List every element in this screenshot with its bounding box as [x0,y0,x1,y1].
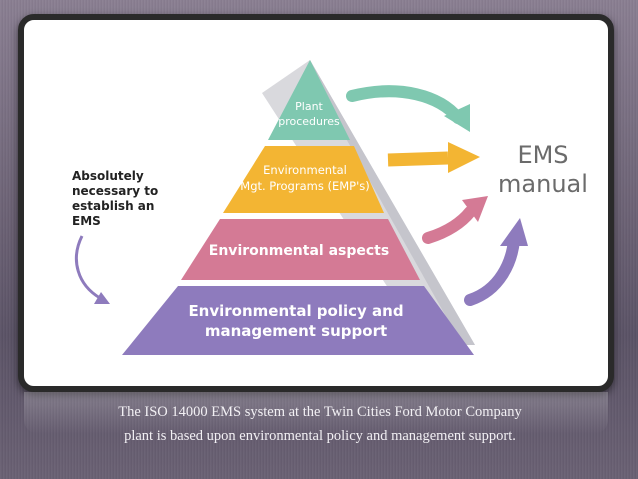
arrow-aspects-to-manual-icon [422,196,488,244]
tier-environmental-aspects [181,219,420,280]
caption-line1: The ISO 14000 EMS system at the Twin Cit… [118,404,522,420]
tier-label-programs-line1: Environmental [263,163,347,177]
ems-manual-line1: EMS [517,141,568,169]
side-note-arrowhead-icon [94,292,110,304]
tier-environmental-policy [122,286,474,355]
arrow-policy-to-manual-icon [464,218,528,306]
pyramid-side-shade [310,60,475,345]
arrow-plant-to-manual-icon [346,85,470,132]
side-note-arrow-icon [74,235,101,300]
tier-label-aspects: Environmental aspects [209,243,389,259]
tier-environmental-programs [223,146,384,213]
tier-plant-procedures [268,60,350,140]
arrow-programs-to-manual-icon [387,142,480,173]
side-note-line2: necessary to [72,184,158,198]
ems-manual-line2: manual [498,170,588,198]
side-note-line1: Absolutely [72,169,144,183]
caption: The ISO 14000 EMS system at the Twin Cit… [60,400,580,448]
panel-reflection [24,392,608,434]
caption-line2: plant is based upon environmental policy… [124,428,516,444]
tier-label-policy-line2: management support [205,322,387,340]
tier-label-policy-line1: Environmental policy and [188,302,403,320]
tier-label-programs-line2: Mgt. Programs (EMP's) [240,179,369,193]
tier-label-plant-line1: Plant [295,100,323,113]
side-note-line4: EMS [72,214,101,228]
side-note-line3: establish an [72,199,154,213]
tier-label-plant-line2: procedures [278,115,340,128]
